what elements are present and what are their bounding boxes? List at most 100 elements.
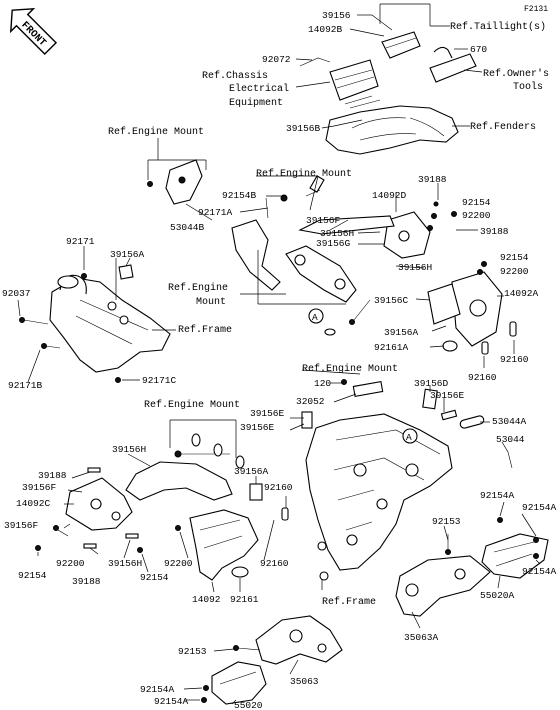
label-53044A: 53044A: [492, 416, 527, 427]
main-frame-group: [289, 369, 513, 590]
label-ref-engine-mount-2: Ref.Engine Mount: [256, 168, 352, 180]
label-92200-b: 92200: [500, 266, 529, 277]
label-92154A-c: 92154A: [522, 566, 557, 577]
label-92200-a: 92200: [462, 210, 491, 221]
label-ref-taillight: Ref.Taillight(s): [450, 21, 546, 33]
diagram-code: F2131: [524, 5, 548, 14]
label-92037: 92037: [2, 288, 31, 299]
label-53044B: 53044B: [170, 222, 205, 233]
label-ref-chassis-1: Ref.Chassis: [202, 70, 268, 82]
label-ref-chassis-2: Electrical: [229, 83, 289, 95]
label-14092C: 14092C: [16, 498, 51, 509]
taillight-fender-group: [295, 3, 483, 155]
label-39188-c: 39188: [38, 470, 67, 481]
right-footpeg-bracket-group: [395, 501, 549, 629]
label-35063A: 35063A: [404, 632, 439, 643]
left-side-bracket: [125, 461, 233, 501]
label-39156C: 39156C: [374, 295, 409, 306]
label-92153-b: 92153: [178, 646, 207, 657]
label-14092: 14092: [192, 594, 221, 605]
label-39156F-b: 39156F: [22, 482, 57, 493]
label-670: 670: [470, 44, 487, 55]
label-39156E-b: 39156E: [250, 408, 285, 419]
collar-92160: [509, 321, 517, 337]
label-92161A: 92161A: [374, 342, 409, 353]
label-35063: 35063: [290, 676, 319, 687]
grommet-92161: [231, 566, 249, 578]
label-92160-d: 92160: [260, 558, 289, 569]
rear-fender: [325, 105, 459, 155]
label-39156F-a: 39156F: [306, 215, 341, 226]
label-39156B: 39156B: [286, 123, 321, 134]
label-53044: 53044: [496, 434, 525, 445]
label-92171B: 92171B: [8, 380, 43, 391]
label-ref-engine-mount-3a: Ref.Engine: [168, 282, 228, 294]
label-ref-frame-b: Ref.Frame: [322, 596, 376, 608]
label-39156A-a: 39156A: [110, 249, 145, 260]
left-heel-guard-55020: [211, 661, 267, 705]
bushing-53044A: [459, 415, 485, 429]
label-ref-chassis-3: Equipment: [229, 97, 283, 109]
label-39156A-b: 39156A: [384, 327, 419, 338]
plate-39156A-c: [249, 483, 263, 501]
marker-a-upper-label: A: [312, 312, 318, 323]
main-frame: [305, 413, 453, 571]
marker-a-lower-label: A: [406, 432, 412, 443]
label-ref-frame-a: Ref.Frame: [178, 324, 232, 336]
marker-a-lower: A: [402, 428, 418, 444]
right-heel-guard-55020A: [481, 533, 549, 579]
label-39156G: 39156G: [316, 238, 351, 249]
label-92160-a: 92160: [500, 354, 529, 365]
label-55020A: 55020A: [480, 590, 515, 601]
engine-mount-plate-center: [285, 245, 357, 303]
engine-hanger-left: [231, 219, 281, 291]
label-39156H-a: 39156H: [320, 228, 354, 239]
tool-strap: [433, 46, 453, 59]
label-92160-b: 92160: [468, 372, 497, 383]
label-92200-d: 92200: [164, 558, 193, 569]
label-ref-engine-mount-4: Ref.Engine Mount: [302, 363, 398, 375]
label-32052: 32052: [296, 396, 325, 407]
left-side-bracket-group: [35, 419, 289, 593]
label-39156D: 39156D: [414, 378, 449, 389]
label-ref-fenders: Ref.Fenders: [470, 121, 536, 133]
label-92154-b: 92154: [500, 252, 529, 263]
label-39156H-c: 39156H: [112, 444, 146, 455]
label-92154B: 92154B: [222, 190, 257, 201]
label-39188-a: 39188: [418, 174, 447, 185]
engine-mount-group: [147, 138, 517, 368]
label-92200-c: 92200: [56, 558, 85, 569]
grommet-92161A: [442, 340, 458, 352]
plate-39156D: [422, 388, 438, 410]
right-footpeg-bracket-35063A: [395, 555, 491, 617]
front-subframe: [49, 277, 171, 373]
label-92154-d: 92154: [140, 572, 169, 583]
label-39156E-c: 39156E: [240, 422, 275, 433]
label-14092A: 14092A: [504, 288, 539, 299]
electrical-box: [329, 59, 379, 101]
front-arrow-badge: FRONT: [9, 7, 58, 56]
left-footpeg-bracket-group: [183, 615, 343, 705]
label-92171C: 92171C: [142, 375, 177, 386]
label-ref-owners-1: Ref.Owner's: [483, 68, 549, 80]
plate-39156E: [301, 411, 313, 429]
bracket-32052: [352, 381, 384, 397]
label-92160-c: 92160: [264, 482, 293, 493]
tool-tray: [429, 53, 477, 83]
label-92072: 92072: [262, 54, 291, 65]
label-39156F-c: 39156F: [4, 520, 39, 531]
label-92154A-d: 92154A: [140, 684, 175, 695]
label-92171A: 92171A: [198, 207, 233, 218]
label-ref-owners-2: Tools: [513, 81, 543, 93]
label-120: 120: [314, 378, 331, 389]
front-subframe-group: [17, 246, 176, 383]
label-92154-c: 92154: [18, 570, 47, 581]
label-92153-a: 92153: [432, 516, 461, 527]
label-39188-b: 39188: [480, 226, 509, 237]
label-92154A-a: 92154A: [480, 490, 515, 501]
label-92154-a: 92154: [462, 197, 491, 208]
label-14092D: 14092D: [372, 190, 407, 201]
taillight-bracket: [381, 31, 421, 59]
marker-a-upper: A: [308, 308, 324, 324]
